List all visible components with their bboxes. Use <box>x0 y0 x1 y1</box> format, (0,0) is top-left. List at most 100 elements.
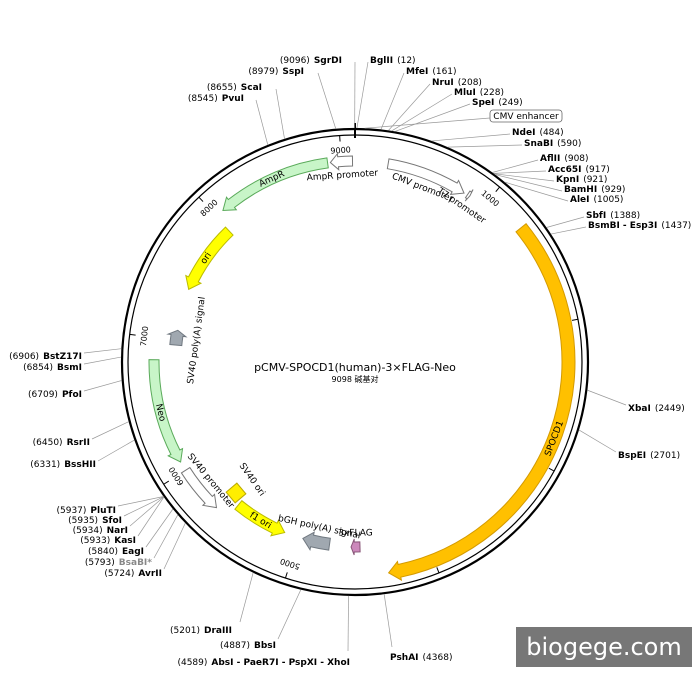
site-label: AleI (1005) <box>570 195 623 205</box>
site-leader <box>83 356 122 365</box>
site-label: (4589)AbsI - PaeR7I - PspXI - XhoI <box>177 658 350 668</box>
restriction-sites: (9096)SgrDI(8979)SspI(8655)ScaI(8545)Pvu… <box>9 56 691 668</box>
site-leader <box>97 439 135 462</box>
site-position: (1005) <box>594 195 624 205</box>
site-name: BstZ17I <box>43 352 82 362</box>
site-label: NdeI (484) <box>512 128 564 138</box>
feature-label-ampr-promoter: AmpR promoter <box>306 169 378 184</box>
site-position: (8655) <box>207 83 237 93</box>
site-leader <box>117 496 164 507</box>
site-position: (5201) <box>170 626 200 636</box>
site-name: PluTI <box>90 506 116 516</box>
site-position: (249) <box>498 98 522 108</box>
site-position: (9096) <box>280 56 310 66</box>
site-name: EagI <box>122 547 144 557</box>
site-name: BssHII <box>64 460 96 470</box>
site-leader <box>578 429 617 453</box>
site-position: (6450) <box>33 438 63 448</box>
site-name: BsmBI - Esp3I <box>588 221 657 231</box>
site-label: (9096)SgrDI <box>280 56 342 66</box>
site-label: SpeI(249) <box>472 98 523 108</box>
site-label: (5724)AvrII <box>104 569 162 579</box>
feature-sv40-ori <box>225 482 247 504</box>
site-label: (6854) BsmI <box>23 363 82 373</box>
site-position: (5840) <box>88 547 118 557</box>
site-name: ScaI <box>241 83 262 93</box>
site-name: SnaBI <box>524 139 553 149</box>
site-position: (484) <box>539 128 563 138</box>
tick-label: 1000 <box>479 189 500 209</box>
site-leader <box>388 83 431 131</box>
site-name: RsrII <box>67 438 90 448</box>
site-position: (5934) <box>73 526 103 536</box>
site-label: (5934) NarI <box>73 526 128 536</box>
site-label: (6331)BssHII <box>30 460 96 470</box>
site-position: (8979) <box>248 67 278 77</box>
site-leader <box>239 572 254 623</box>
site-leader <box>494 174 563 192</box>
site-label: Acc65I(917) <box>548 165 610 175</box>
cmv-enhancer-leader <box>364 117 491 129</box>
site-leader <box>163 522 186 570</box>
site-name: BsaBI* <box>119 558 152 568</box>
site-name: AbsI - PaeR7I - PspXI - XhoI <box>211 658 350 668</box>
site-leader <box>123 496 164 517</box>
site-position: (929) <box>601 185 625 195</box>
site-position: (5724) <box>104 569 134 579</box>
site-label: (8655) ScaI <box>207 83 262 93</box>
site-label: (4887)BbsI <box>220 641 276 651</box>
site-leader <box>145 508 174 548</box>
feature-label-cmv-enhancer: CMV enhancer <box>493 112 559 122</box>
site-position: (908) <box>564 154 588 164</box>
feature-f1-ori <box>234 499 286 537</box>
site-label: (8545)PvuI <box>188 94 244 104</box>
feature-neo <box>148 359 184 463</box>
site-label: BspEI(2701) <box>618 451 680 461</box>
site-leader <box>255 99 269 145</box>
site-name: NdeI <box>512 128 535 138</box>
site-name: KpnI <box>556 175 579 185</box>
site-name: AleI <box>570 195 590 205</box>
watermark: biogege.com <box>516 627 692 667</box>
feature-bgh-polya <box>302 531 331 551</box>
site-position: (4368) <box>423 653 453 663</box>
site-label: KpnI(921) <box>556 175 607 185</box>
site-position: (4887) <box>220 641 250 651</box>
site-name: Acc65I <box>548 165 582 175</box>
feature-ampr <box>222 157 329 212</box>
site-name: BspEI <box>618 451 646 461</box>
site-label: BsmBI - Esp3I(1437) <box>588 221 691 231</box>
site-name: MluI <box>454 88 476 98</box>
site-position: (5933) <box>80 536 110 546</box>
site-leader <box>587 389 627 406</box>
site-label: (5840) EagI <box>88 547 144 557</box>
site-position: (6854) <box>23 363 53 373</box>
tick-label: 5000 <box>279 556 301 571</box>
site-leader <box>492 159 539 173</box>
site-label: (6709)PfoI <box>28 390 82 400</box>
site-label: (5937)PluTI <box>56 506 116 516</box>
site-leader <box>277 589 302 640</box>
feature-cmv-enhancer-box <box>489 109 563 123</box>
site-label: BglII(12) <box>370 56 416 66</box>
site-name: AflII <box>540 154 560 164</box>
site-leader <box>83 380 122 392</box>
site-leader <box>546 216 585 228</box>
site-leader <box>83 348 122 354</box>
site-leader <box>91 421 129 440</box>
site-label: (5201)DraIII <box>170 626 232 636</box>
plasmid-size: 9098 碱基对 <box>332 374 379 384</box>
site-label: (5933)KasI <box>80 536 136 546</box>
site-label: SnaBI(590) <box>524 139 581 149</box>
site-name: BsmI <box>57 363 82 373</box>
feature-ampr-promoter <box>329 152 354 171</box>
site-leader <box>383 594 393 648</box>
site-label: PshAI(4368) <box>390 653 452 663</box>
feature-label-ampr: AmpR <box>258 169 287 189</box>
site-name: NarI <box>107 526 128 536</box>
site-leader <box>493 173 555 182</box>
feature-spocd1 <box>387 222 576 582</box>
site-position: (8545) <box>188 94 218 104</box>
site-position: (228) <box>480 88 504 98</box>
